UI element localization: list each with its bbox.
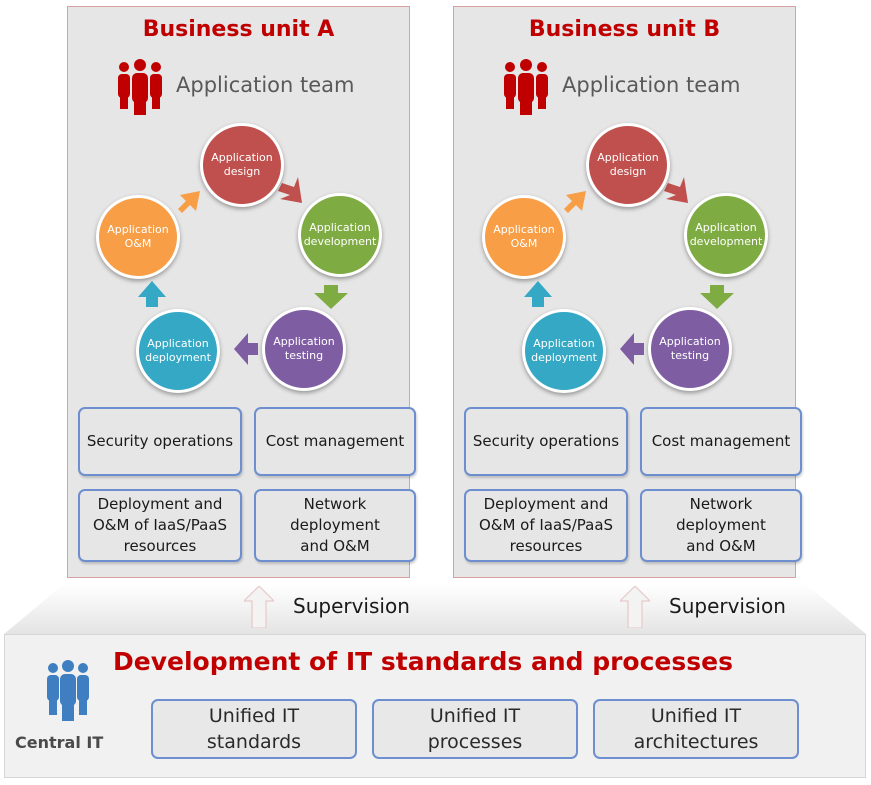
people-group-icon <box>504 59 548 115</box>
application-lifecycle: Application design Application developme… <box>68 117 409 397</box>
box-iaas-paas-resources: Deployment and O&M of IaaS/PaaS resource… <box>78 489 242 562</box>
cycle-arrows <box>138 177 348 365</box>
arrow-testing-to-deployment <box>234 333 258 365</box>
box-cost-management: Cost management <box>640 407 802 476</box>
stage-application-deployment: Application deployment <box>522 309 606 393</box>
supervision-label: Supervision <box>293 594 410 618</box>
arrow-testing-to-deployment <box>620 333 644 365</box>
arrow-om-to-design <box>564 191 586 213</box>
stage-application-design: Application design <box>200 123 284 207</box>
people-group-icon <box>47 660 89 721</box>
stage-application-development: Application development <box>684 193 768 277</box>
arrow-deployment-to-om <box>524 281 552 307</box>
central-it-bevel <box>4 584 866 634</box>
people-group-icon <box>118 59 162 115</box>
up-arrow-icon <box>244 586 274 628</box>
business-unit-a-panel: Business unit A Application team Applica… <box>67 6 416 578</box>
stage-application-om: Application O&M <box>96 195 180 279</box>
stage-application-om: Application O&M <box>482 195 566 279</box>
central-it-panel: Development of IT standards and processe… <box>4 634 866 778</box>
box-security-operations: Security operations <box>464 407 628 476</box>
central-it-label: Central IT <box>15 733 104 752</box>
arrow-deployment-to-om <box>138 281 166 307</box>
stage-application-design: Application design <box>586 123 670 207</box>
unit-title: Business unit A <box>142 17 335 42</box>
box-network-deployment: Network deployment and O&M <box>254 489 416 562</box>
team-label: Application team <box>562 73 741 97</box>
box-network-deployment: Network deployment and O&M <box>640 489 802 562</box>
box-unified-it-standards: Unified IT standards <box>151 699 357 759</box>
stage-application-testing: Application testing <box>648 307 732 391</box>
stage-application-testing: Application testing <box>262 307 346 391</box>
stage-application-development: Application development <box>298 193 382 277</box>
application-lifecycle: Application design Application developme… <box>454 117 795 397</box>
box-cost-management: Cost management <box>254 407 416 476</box>
arrow-om-to-design <box>178 191 200 213</box>
team-label: Application team <box>176 73 355 97</box>
business-unit-b-panel: Business unit B Application team Applica… <box>453 6 802 578</box>
arrow-design-to-development <box>664 177 688 203</box>
box-unified-it-architectures: Unified IT architectures <box>593 699 799 759</box>
box-iaas-paas-resources: Deployment and O&M of IaaS/PaaS resource… <box>464 489 628 562</box>
stage-application-deployment: Application deployment <box>136 309 220 393</box>
arrow-development-to-testing <box>700 285 734 309</box>
arrow-design-to-development <box>278 177 302 203</box>
supervision-label: Supervision <box>669 594 786 618</box>
cycle-arrows <box>524 177 734 365</box>
box-unified-it-processes: Unified IT processes <box>372 699 578 759</box>
unit-title: Business unit B <box>528 17 721 42</box>
arrow-development-to-testing <box>314 285 348 309</box>
box-security-operations: Security operations <box>78 407 242 476</box>
central-title: Development of IT standards and processe… <box>113 647 733 676</box>
up-arrow-icon <box>620 586 650 628</box>
